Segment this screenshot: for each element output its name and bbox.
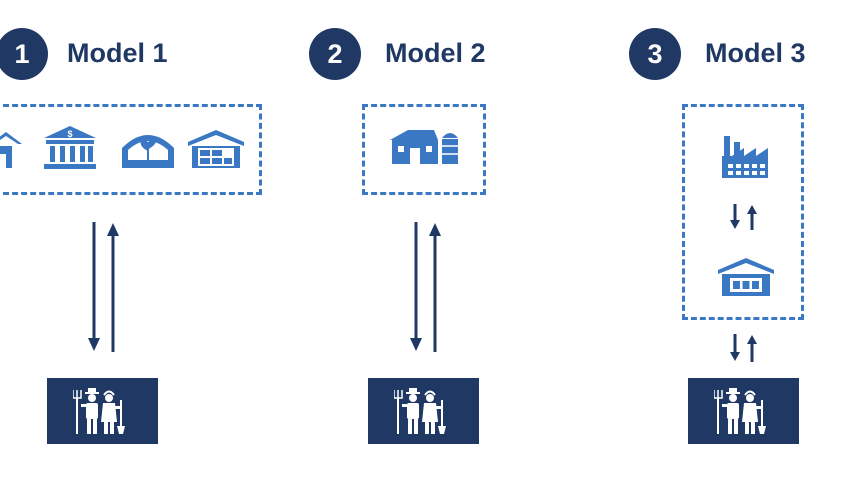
model-2-number-badge: 2 <box>309 28 361 80</box>
model-2-farmers-box <box>368 378 479 444</box>
home-icon <box>0 132 22 168</box>
greenhouse-icon <box>122 135 174 168</box>
model-3-number: 3 <box>647 38 663 69</box>
factory-icon <box>722 136 768 178</box>
model-3-number-badge: 3 <box>629 28 681 80</box>
model-3-title: Model 3 <box>705 38 806 68</box>
model-3-processing-box <box>682 104 804 320</box>
model-1-institutions-box <box>0 104 262 195</box>
model-1-title: Model 1 <box>67 38 168 68</box>
model-3-outer-down-arrow <box>730 334 740 361</box>
model-3-farmers-box <box>688 378 799 444</box>
model-3-outer-up-arrow <box>747 335 757 362</box>
model-1-down-arrow <box>88 222 100 351</box>
model-1-farmers-box <box>47 378 158 444</box>
farmers-icon <box>394 388 446 434</box>
model-1-up-arrow <box>107 223 119 352</box>
model-3-inner-up-arrow <box>747 205 757 230</box>
farmers-icon <box>73 388 125 434</box>
model-2-number: 2 <box>327 38 343 69</box>
model-2-title: Model 2 <box>385 38 486 68</box>
model-2-up-arrow <box>429 223 441 352</box>
farmers-icon <box>714 388 766 434</box>
warehouse-icon <box>188 130 244 168</box>
model-2-farm-box <box>362 104 486 195</box>
svg-text:$: $ <box>67 129 72 139</box>
bank-icon: $ <box>44 126 96 169</box>
farm-barn-silo-icon <box>390 130 458 164</box>
model-3-inner-down-arrow <box>730 204 740 229</box>
model-1-number-badge: 1 <box>0 28 48 80</box>
model-1-number: 1 <box>14 38 30 69</box>
warehouse-icon <box>718 258 774 296</box>
model-2-down-arrow <box>410 222 422 351</box>
